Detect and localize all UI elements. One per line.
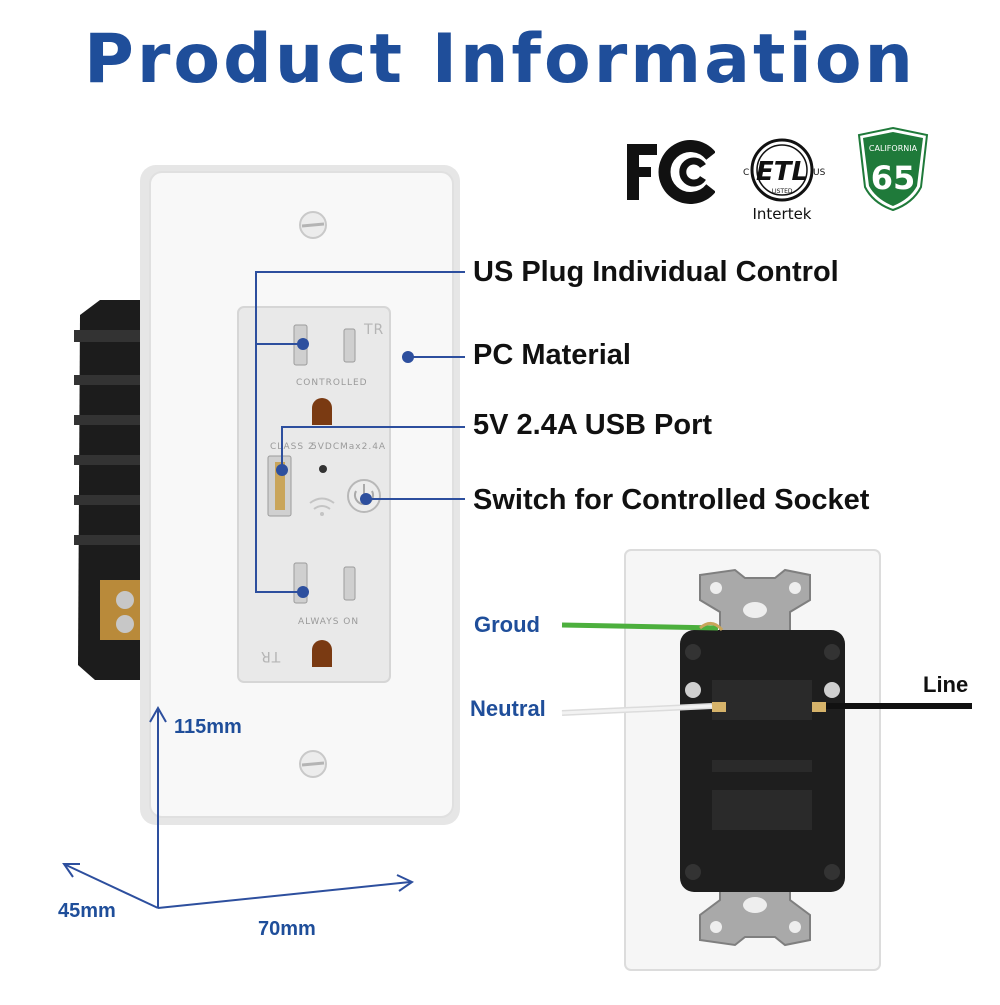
etl-us: US xyxy=(813,168,826,178)
depth-dimension: 45mm xyxy=(58,900,116,922)
etl-listed: LISTED xyxy=(772,188,793,195)
page-title: Product Information xyxy=(84,20,916,99)
feature-individual-control: US Plug Individual Control xyxy=(473,256,839,288)
fcc-logo: FC xyxy=(625,140,716,204)
width-dimension: 70mm xyxy=(258,918,316,940)
line-wire-label: Line xyxy=(923,672,969,697)
california-caption: CALIFORNIA xyxy=(869,144,918,153)
ground-wire-label: Groud xyxy=(474,612,540,637)
usb-class-label: CLASS 2 xyxy=(270,442,315,452)
etl-c: C xyxy=(743,168,749,178)
feature-pc-material: PC Material xyxy=(473,339,631,371)
always-on-label: ALWAYS ON xyxy=(298,617,360,627)
height-dimension: 115mm xyxy=(174,716,242,738)
etl-mark: ETL xyxy=(756,157,808,187)
outlet-back-housing xyxy=(74,300,146,680)
feature-usb-port: 5V 2.4A USB Port xyxy=(473,409,713,441)
intertek-caption: Intertek xyxy=(752,205,811,223)
controlled-label: CONTROLLED xyxy=(296,378,368,388)
usb-volt-label: 5VDC xyxy=(311,442,341,452)
usb-max-label: Max2.4A xyxy=(340,442,387,452)
tr-top-label: TR xyxy=(364,322,385,338)
etl-listed-logo: ETL C US LISTED Intertek xyxy=(735,130,830,225)
feature-switch: Switch for Controlled Socket xyxy=(473,484,870,516)
neutral-wire-label: Neutral xyxy=(470,696,546,721)
california-65-logo: CALIFORNIA 65 xyxy=(853,125,933,213)
california-number: 65 xyxy=(871,159,916,197)
